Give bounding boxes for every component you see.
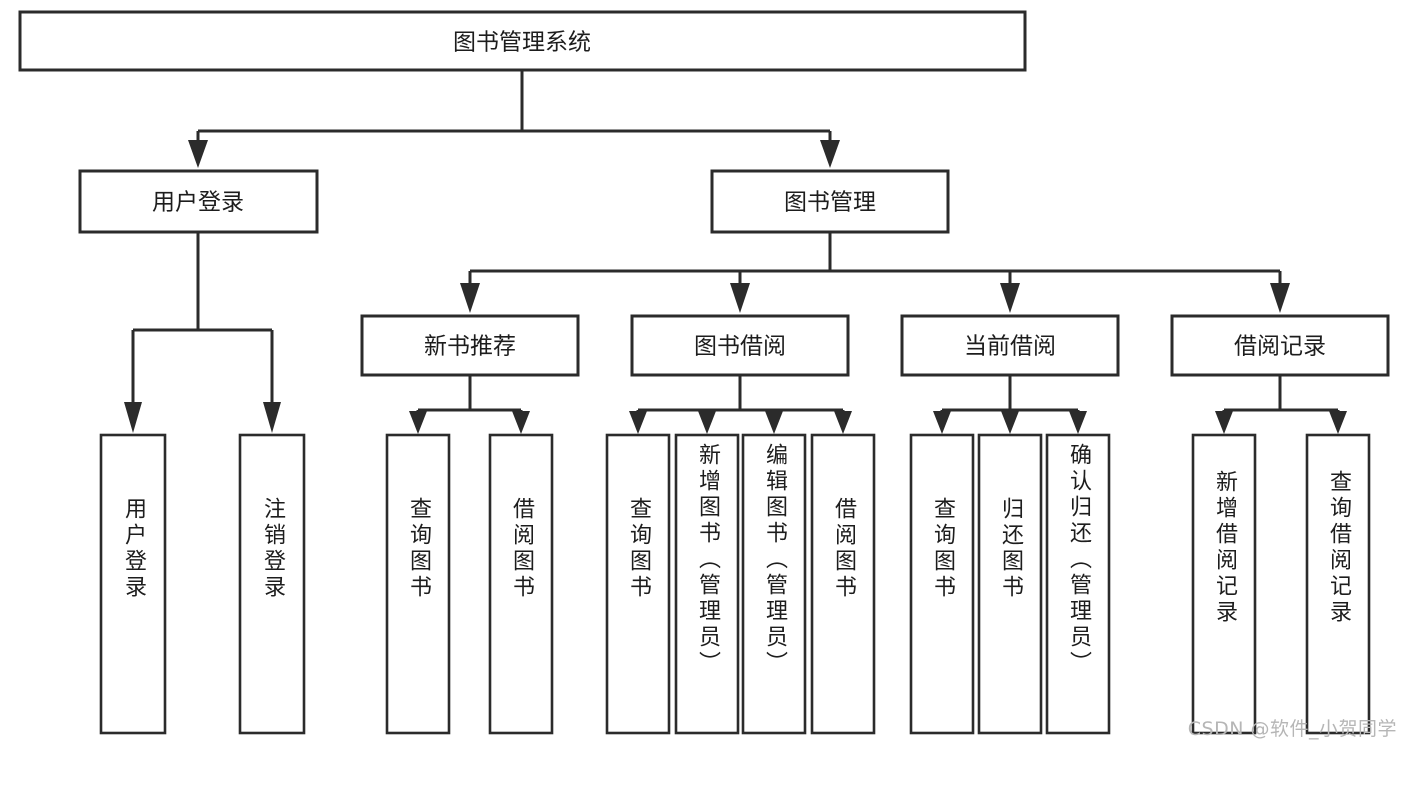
edge-group-current-borrow-to-leaves [933, 375, 1087, 434]
arrow-borrow-record-leaf-1 [1215, 411, 1233, 434]
tree-svg-canvas: 图书管理系统 用户登录 图书管理 新书推荐 图书借阅 当前借阅 借阅记录 [18, 10, 1390, 735]
node-user-login[interactable]: 用户登录 [78, 169, 319, 234]
node-user-login-box[interactable] [78, 169, 319, 234]
node-current-borrow-label: 当前借阅 [964, 334, 1056, 360]
edge-group-user-login-to-leaves [124, 232, 281, 433]
leaf-box-borrow-record-2[interactable] [1305, 433, 1371, 735]
arrow-book-borrow-leaf-4 [834, 411, 852, 434]
node-book-manage[interactable]: 图书管理 [710, 169, 950, 234]
arrow-borrow-record-leaf-2 [1329, 411, 1347, 434]
edge-group-borrow-record-to-leaves [1215, 375, 1347, 434]
node-borrow-record[interactable]: 借阅记录 [1170, 314, 1390, 377]
leaf-box-new-book-1[interactable] [385, 433, 451, 735]
leaf-box-user-login-1[interactable] [99, 433, 167, 735]
node-user-login-label: 用户登录 [152, 190, 244, 216]
csdn-watermark: CSDN @软件_小贺同学 [1187, 718, 1397, 740]
node-book-manage-label: 图书管理 [784, 190, 876, 216]
node-root-box[interactable] [18, 10, 1027, 72]
leaf-box-book-borrow-1[interactable] [605, 433, 671, 735]
node-book-borrow-box[interactable] [630, 314, 850, 377]
arrow-book-borrow-leaf-1 [629, 411, 647, 434]
node-new-book-recommend[interactable]: 新书推荐 [360, 314, 580, 377]
leaf-box-book-borrow-2[interactable] [674, 433, 740, 735]
arrow-book-borrow-leaf-3 [765, 411, 783, 434]
edge-group-new-book-to-leaves [409, 375, 530, 434]
leaf-box-new-book-2[interactable] [488, 433, 554, 735]
arrow-book-manage-child-2 [730, 283, 750, 313]
arrow-root-to-book-manage [820, 140, 840, 168]
edge-group-book-borrow-to-leaves [629, 375, 852, 434]
node-root-label: 图书管理系统 [453, 30, 591, 56]
node-book-borrow-label: 图书借阅 [694, 334, 786, 360]
node-current-borrow[interactable]: 当前借阅 [900, 314, 1120, 377]
leaf-box-user-login-2[interactable] [238, 433, 306, 735]
arrow-user-login-leaf-1 [124, 402, 142, 433]
node-book-borrow[interactable]: 图书借阅 [630, 314, 850, 377]
leaf-box-borrow-record-1[interactable] [1191, 433, 1257, 735]
arrow-book-manage-child-4 [1270, 283, 1290, 313]
leaf-box-current-borrow-2[interactable] [977, 433, 1043, 735]
node-book-manage-box[interactable] [710, 169, 950, 234]
arrow-user-login-leaf-2 [263, 402, 281, 433]
arrow-new-book-leaf-2 [512, 411, 530, 434]
leaf-box-current-borrow-3[interactable] [1045, 433, 1111, 735]
node-borrow-record-box[interactable] [1170, 314, 1390, 377]
arrow-root-to-user-login [188, 140, 208, 168]
edge-group-book-manage-to-level3 [460, 232, 1290, 313]
arrow-book-manage-child-3 [1000, 283, 1020, 313]
arrow-book-manage-child-1 [460, 283, 480, 313]
edge-group-root-to-level2 [188, 70, 840, 168]
node-new-book-recommend-label: 新书推荐 [424, 334, 516, 360]
node-root[interactable]: 图书管理系统 [18, 10, 1027, 72]
node-current-borrow-box[interactable] [900, 314, 1120, 377]
leaf-box-current-borrow-1[interactable] [909, 433, 975, 735]
flowchart-diagram: 图书管理系统 用户登录 图书管理 新书推荐 图书借阅 当前借阅 借阅记录 [18, 10, 1397, 740]
leaf-box-book-borrow-4[interactable] [810, 433, 876, 735]
leaf-box-book-borrow-3[interactable] [741, 433, 807, 735]
arrow-new-book-leaf-1 [409, 411, 427, 434]
arrow-current-borrow-leaf-1 [933, 411, 951, 434]
node-new-book-recommend-box[interactable] [360, 314, 580, 377]
arrow-book-borrow-leaf-2 [698, 411, 716, 434]
arrow-current-borrow-leaf-3 [1069, 411, 1087, 434]
arrow-current-borrow-leaf-2 [1001, 411, 1019, 434]
node-borrow-record-label: 借阅记录 [1234, 334, 1326, 360]
